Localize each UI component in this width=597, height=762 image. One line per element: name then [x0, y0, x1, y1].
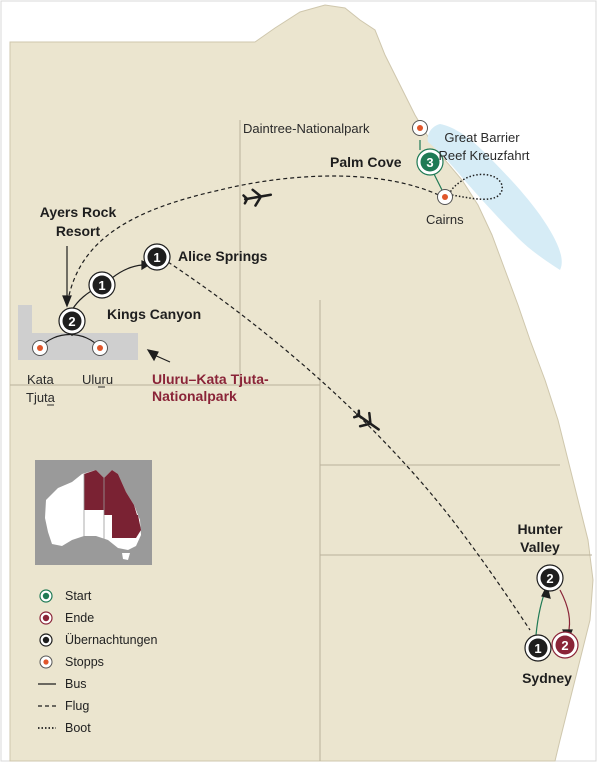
- legend-overnight-icon: [39, 633, 53, 647]
- inset-tasmania: [122, 553, 130, 560]
- legend-stops-icon: [39, 655, 53, 669]
- svg-text:2: 2: [68, 314, 75, 329]
- label-palm-cove: Palm Cove: [330, 154, 402, 170]
- stop-daintree: [412, 120, 428, 136]
- flight-cairns-ayers: [67, 175, 446, 301]
- legend-stops: Stopps: [65, 655, 104, 669]
- overnight-hunter-valley: 2: [536, 564, 564, 592]
- label-hunter-line1: Hunter: [517, 521, 563, 537]
- stop-uluru: [92, 340, 108, 356]
- svg-text:1: 1: [534, 641, 541, 656]
- inset-qld: [104, 470, 137, 515]
- label-daintree: Daintree-Nationalpark: [243, 121, 370, 136]
- label-uluru: Uluru: [82, 372, 113, 387]
- label-reef-line2: Reef Kreuzfahrt: [438, 148, 529, 163]
- overnight-sydney-start: 1: [524, 634, 552, 662]
- label-cairns: Cairns: [426, 212, 464, 227]
- label-sydney: Sydney: [522, 670, 572, 686]
- airplane-icon: [352, 409, 380, 431]
- flight-alice-sydney: [167, 261, 531, 631]
- inset-locator-map: [35, 460, 152, 565]
- overnight-ayers-rock: 2: [58, 307, 86, 335]
- boat-route: [449, 173, 503, 200]
- bus-routes: [39, 140, 573, 642]
- legend-bus: Bus: [65, 677, 87, 691]
- arrow-to-park: [146, 349, 159, 362]
- national-park-area: [18, 305, 138, 360]
- bus-kings-alice: [111, 264, 143, 279]
- stop-cairns: [437, 189, 453, 205]
- inset-nsw: [112, 515, 141, 538]
- label-ayers-line1: Ayers Rock: [40, 204, 117, 220]
- svg-text:2: 2: [546, 571, 553, 586]
- label-alice-springs: Alice Springs: [178, 248, 268, 264]
- legend-start-icon: [39, 589, 53, 603]
- arrow-to-ayers: [62, 295, 72, 308]
- label-park-line2: Nationalpark: [152, 388, 237, 404]
- label-kata-line2: Tjuta: [26, 390, 56, 405]
- svg-text:1: 1: [98, 278, 105, 293]
- legend-flight: Flug: [65, 699, 89, 713]
- legend: Start Ende Übernachtungen Stopps Bus Flu…: [38, 589, 157, 735]
- overnight-kings-canyon: 1: [88, 271, 116, 299]
- overnight-alice-springs: 1: [143, 243, 171, 271]
- label-hunter-line2: Valley: [520, 539, 560, 555]
- label-reef-line1: Great Barrier: [444, 130, 520, 145]
- overnight-sydney-end: 2: [551, 631, 579, 659]
- arrow-to-hunter: [541, 584, 551, 599]
- label-kings-canyon: Kings Canyon: [107, 306, 201, 322]
- stop-kata-tjuta: [32, 340, 48, 356]
- overnight-palm-cove: 3: [416, 148, 444, 176]
- legend-boat: Boot: [65, 721, 91, 735]
- legend-start: Start: [65, 589, 92, 603]
- airplane-icon: [242, 188, 273, 207]
- svg-text:2: 2: [561, 638, 568, 653]
- inset-nt: [84, 470, 104, 510]
- svg-text:1: 1: [153, 250, 160, 265]
- stop-markers: [32, 120, 453, 356]
- svg-text:3: 3: [426, 155, 433, 170]
- flight-routes: [67, 175, 531, 631]
- label-ayers-line2: Resort: [56, 223, 101, 239]
- legend-end-icon: [39, 611, 53, 625]
- legend-end: Ende: [65, 611, 94, 625]
- legend-overnight: Übernachtungen: [65, 633, 157, 647]
- label-park-line1: Uluru–Kata Tjuta-: [152, 371, 269, 387]
- state-borders: [10, 120, 592, 761]
- label-kata-line1: Kata: [27, 372, 55, 387]
